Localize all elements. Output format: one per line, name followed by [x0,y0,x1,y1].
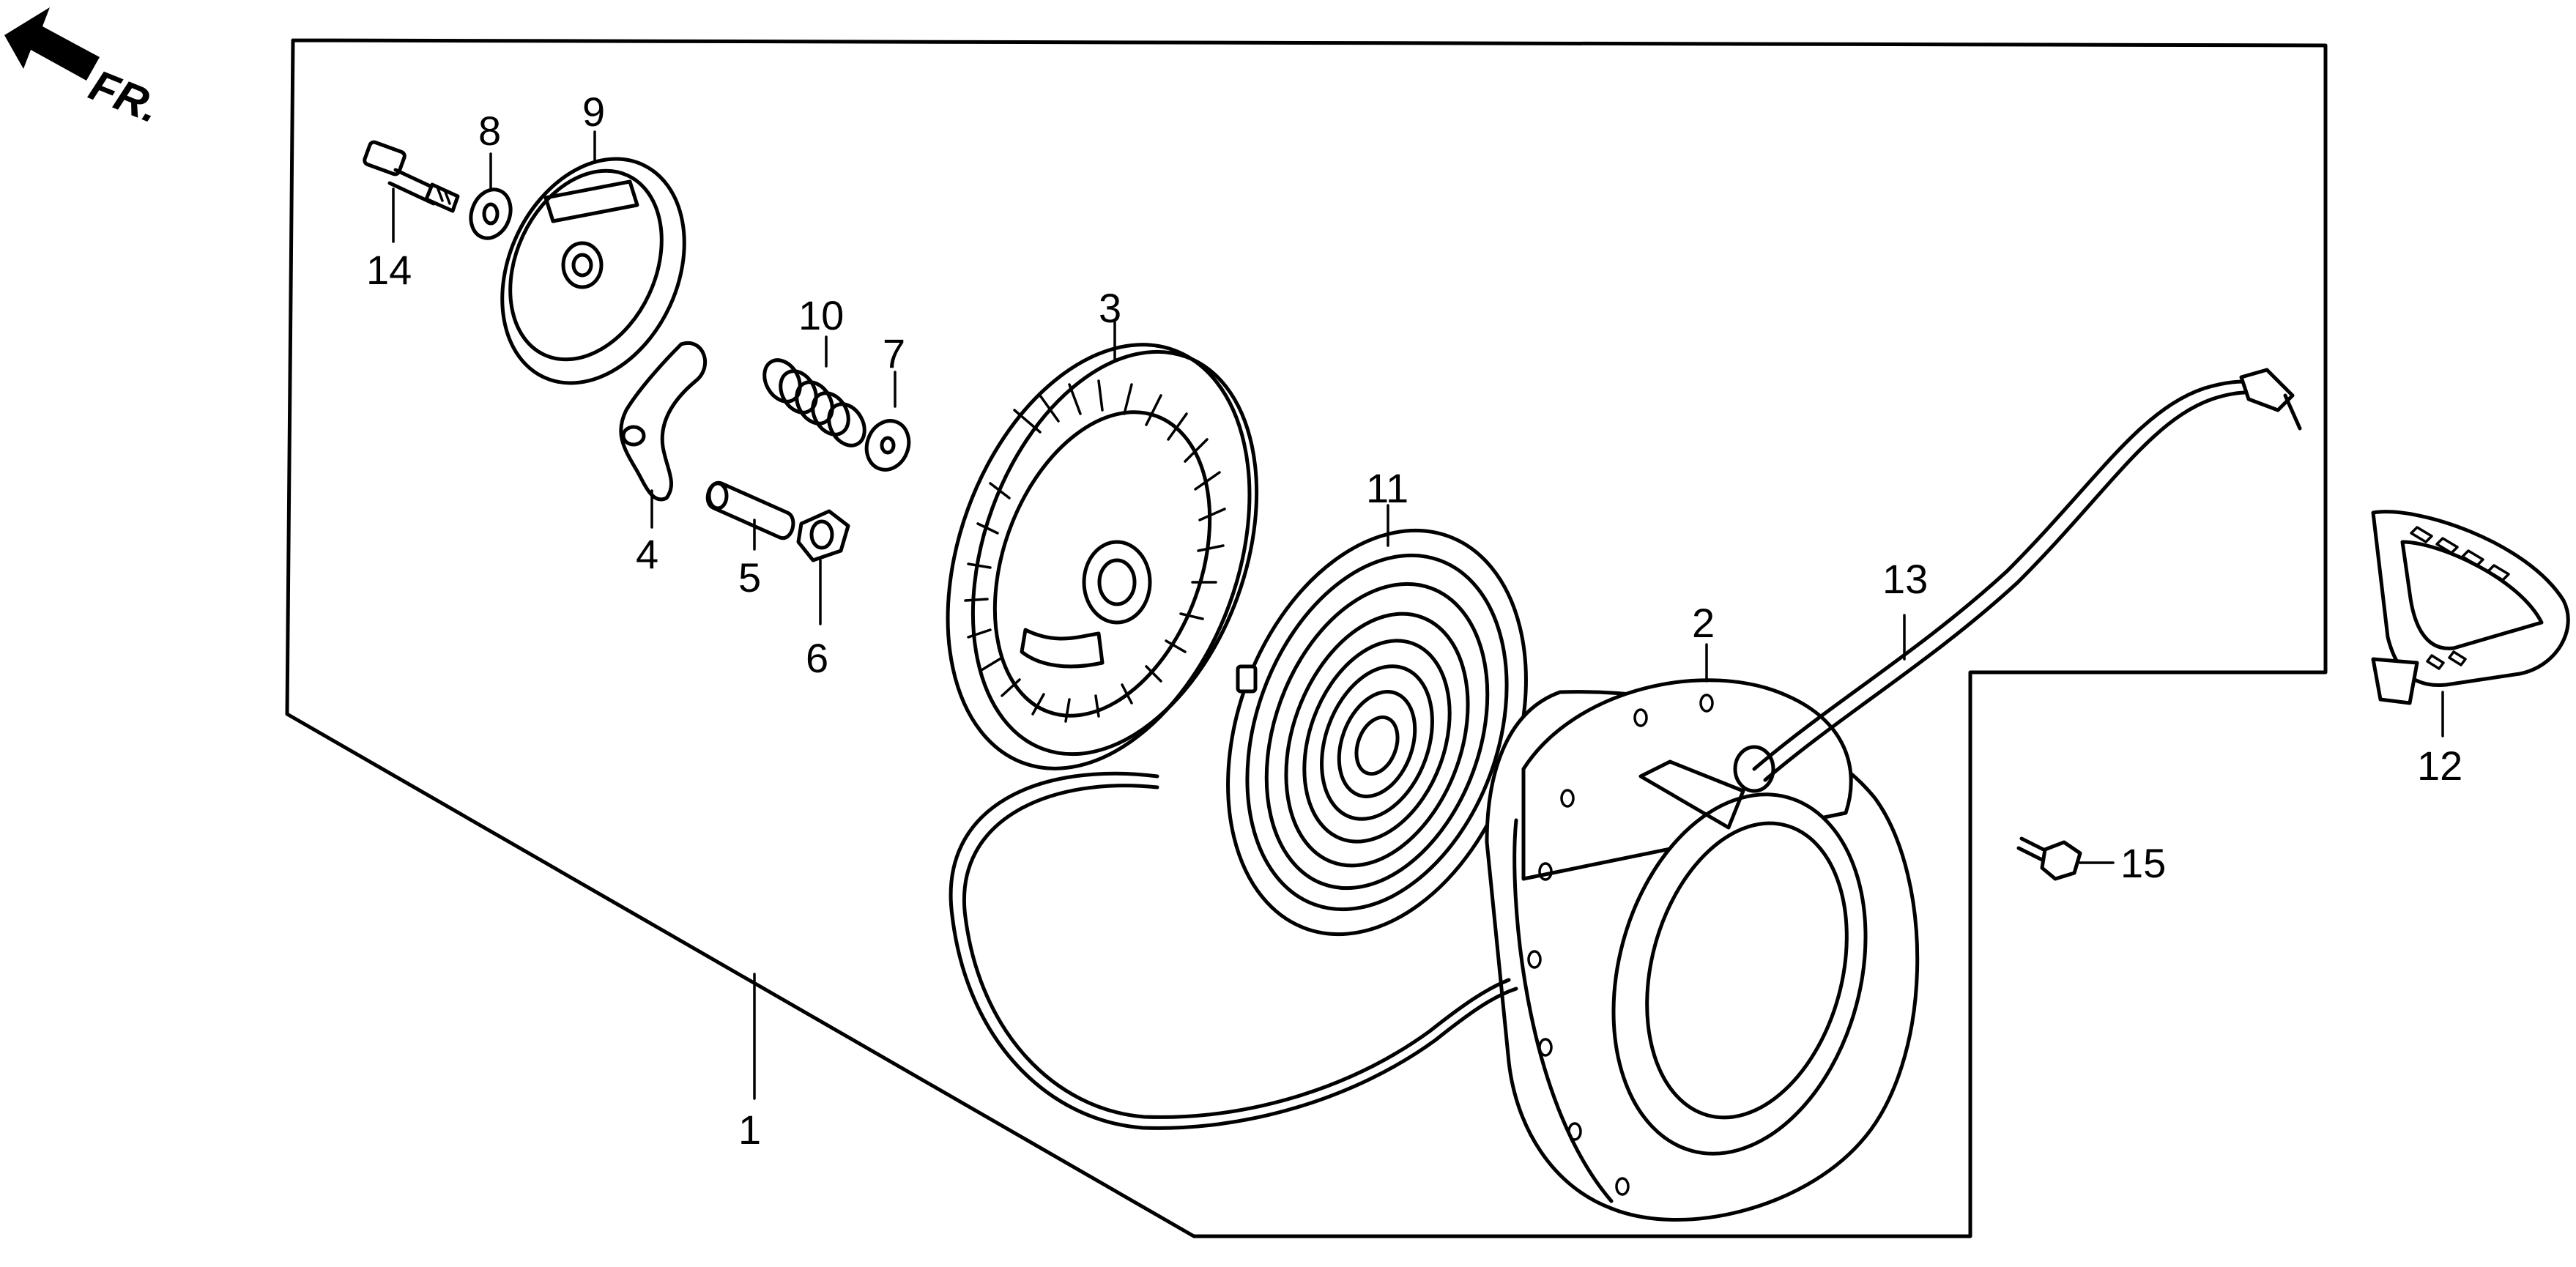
part-3-reel [946,343,1259,770]
part-8-washer [469,187,513,240]
callout-6: 6 [806,635,828,681]
part-7-washer [864,419,911,472]
direction-label: FR. [83,60,167,132]
callout-9: 9 [582,89,605,135]
callout-13: 13 [1882,556,1928,602]
part-9-plate [500,157,686,385]
part-12-grip [2371,510,2570,705]
callout-1: 1 [738,1107,761,1153]
callout-15: 15 [2120,840,2166,886]
part-4-pawl [619,341,708,502]
part-5-pin [705,480,795,540]
callout-8: 8 [478,108,501,154]
callout-12: 12 [2417,743,2462,789]
part-10-spring [762,358,866,447]
part-2-case [1485,678,1920,1222]
callout-3: 3 [1099,285,1121,331]
callout-14: 14 [366,247,412,293]
front-direction-arrow-icon [4,7,100,81]
callout-4: 4 [636,531,658,577]
callout-10: 10 [798,292,844,338]
callout-11: 11 [1366,465,1408,511]
part-11-spring [1226,528,1528,937]
part-15-bolt [2016,836,2082,881]
callout-5: 5 [738,554,761,601]
part-13-rope [949,368,2302,1130]
callout-2: 2 [1692,600,1715,646]
callout-7: 7 [883,330,905,376]
assembly-boundary [285,38,2328,1238]
part-14-bolt [363,140,460,213]
part-6-nut [796,509,850,562]
